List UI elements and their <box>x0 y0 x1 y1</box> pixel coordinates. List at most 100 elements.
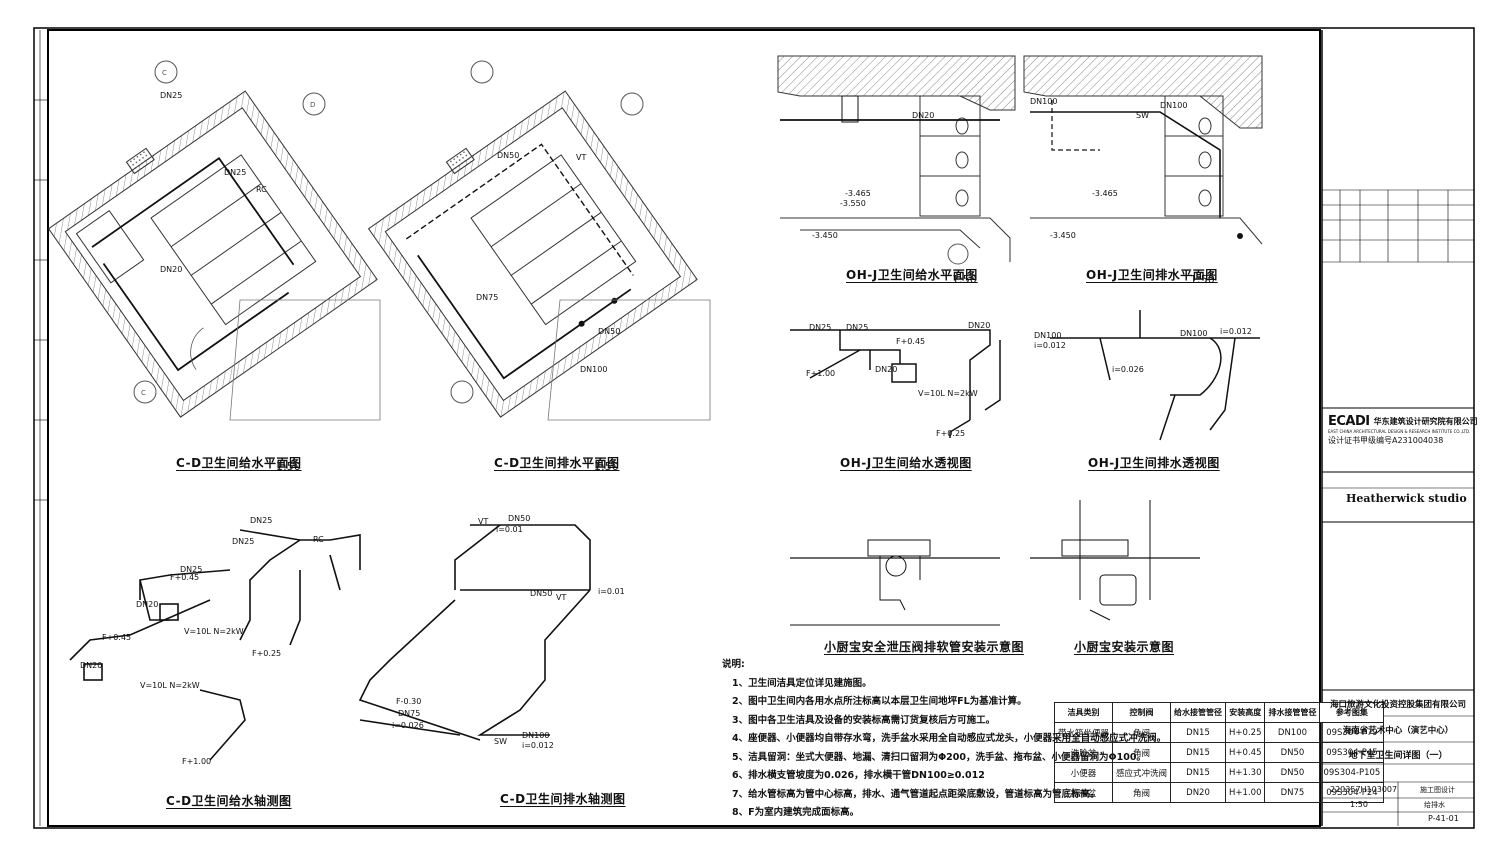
table-cell: H+0.25 <box>1225 722 1266 743</box>
pipe-label: SW <box>494 737 507 746</box>
note-item: 8、F为室内建筑完成面标高。 <box>732 807 860 818</box>
cd-drain-plan-labels: DN50 VT DN75 DN50 DN100 <box>476 151 620 374</box>
notes-heading: 说明: <box>722 659 745 670</box>
table-cell: 09S304-P24 <box>1319 782 1385 803</box>
pipe-label: DN20 <box>968 321 990 330</box>
pipe-label: DN20 <box>912 111 934 120</box>
note-item: 7、给水管标高为管中心标高，排水、通气管道起点距梁底敷设，管道标高为管底标高。 <box>732 788 1100 800</box>
pipe-label: DN25 <box>232 537 254 546</box>
note-item: 6、排水横支管坡度为0.026，排水横干管DN100≥0.012 <box>732 770 985 781</box>
view-title: C-D卫生间排水轴测图 <box>500 792 626 806</box>
title-block-grid <box>1322 189 1474 826</box>
fixture-label: F+0.25 <box>936 429 965 438</box>
view-title: 小厨宝安装示意图 <box>1074 640 1175 654</box>
ecadi-logo: ECADI <box>1328 414 1370 429</box>
axis-label: C <box>162 69 167 77</box>
heater-label: V=10L N=2kW <box>140 681 200 690</box>
pipe-label: RC <box>313 535 324 544</box>
sheet-scale: 1:50 <box>1350 800 1368 809</box>
slope-label: i=0.01 <box>598 587 625 596</box>
axis-label: C <box>141 389 146 397</box>
pipe-label: VT <box>478 517 488 526</box>
partner-logo: Heatherwick studio <box>1346 492 1467 505</box>
pipe-label: DN50 <box>508 514 530 523</box>
table-cell: H+0.45 <box>1225 742 1266 763</box>
fixture-label: F+0.25 <box>252 649 281 658</box>
drawing-title: 地下室卫生间详图（一） <box>1348 751 1448 761</box>
pipe-label: DN20 <box>160 265 182 274</box>
cd-supply-plan-labels: DN25 DN25 DN20 RC <box>160 91 267 274</box>
table-cell: 09S304-P105 <box>1319 762 1385 783</box>
level-label: -3.550 <box>840 199 866 208</box>
pipe-label: DN50 <box>497 151 519 160</box>
level-label: -3.450 <box>812 231 838 240</box>
pipe-label: VT <box>576 153 586 162</box>
note-item: 5、洁具留洞：坐式大便器、地漏、清扫口留洞为Φ200，洗手盆、拖布盆、小便器留洞… <box>732 751 1146 763</box>
table-header: 控制阀 <box>1112 702 1172 723</box>
view-title: OH-J卫生间排水平面图 <box>1086 268 1218 282</box>
table-header: 安装高度 <box>1225 702 1266 723</box>
table-cell: DN50 <box>1264 762 1321 783</box>
cd-drain-iso <box>358 524 591 741</box>
heater-label: V=10L N=2kW <box>918 389 978 398</box>
ohj-supply-iso <box>790 329 1001 438</box>
pipe-label: DN75 <box>398 709 420 718</box>
ohj-drain-iso <box>1050 310 1260 441</box>
pipe-label: DN25 <box>160 91 182 100</box>
view-scale: 1:50 <box>594 460 619 473</box>
pipe-label: F+0.45 <box>896 337 925 346</box>
drawing-number: P-41-01 <box>1428 814 1459 823</box>
table-cell: 角阀 <box>1112 782 1172 803</box>
fixture-label: F+1.00 <box>806 369 835 378</box>
cd-supply-iso <box>69 529 361 761</box>
drawing-border <box>47 29 1321 827</box>
pipe-label: VT <box>556 593 566 602</box>
axis-label: D <box>310 101 315 109</box>
view-title: 小厨宝安全泄压阀排软管安装示意图 <box>824 640 1025 654</box>
table-header: 参考图集 <box>1319 702 1385 723</box>
pipe-label: DN50 <box>530 589 552 598</box>
slope-label: i=0.026 <box>392 721 424 730</box>
table-cell: 拖布盆 <box>1053 782 1114 803</box>
pipe-label: DN25 <box>250 516 272 525</box>
slope-label: i=0.012 <box>522 741 554 750</box>
table-cell: DN75 <box>1264 782 1321 803</box>
project-number: 220357H103007 <box>1330 785 1398 794</box>
table-header: 洁具类别 <box>1053 702 1114 723</box>
level-label: -3.465 <box>845 189 871 198</box>
pipe-label: DN25 <box>846 323 868 332</box>
pipe-label: DN100 <box>1160 101 1187 110</box>
view-scale: 1:50 <box>952 273 977 286</box>
pipe-label: DN20 <box>875 365 897 374</box>
fixture-label: F+1.00 <box>182 757 211 766</box>
cd-supply-plan <box>47 90 378 418</box>
table-cell: 带水箱坐便器 <box>1053 722 1114 743</box>
table-cell: 角阀 <box>1112 742 1172 763</box>
level-label: -3.465 <box>1092 189 1118 198</box>
view-title: C-D卫生间给水平面图 <box>176 456 302 470</box>
table-cell: 感应式冲洗阀 <box>1112 762 1172 783</box>
table-cell: DN50 <box>1264 742 1321 763</box>
ohj-supply-plan <box>777 55 1016 265</box>
company-name-en: EAST CHINA ARCHITECTURAL DESIGN & RESEAR… <box>1328 429 1470 434</box>
note-item: 4、座便器、小便器均自带存水弯，洗手盆水采用全自动感应式龙头，小便器采用全自动感… <box>732 733 1167 744</box>
kitchen-relief-diagram <box>790 539 1000 626</box>
company-name: 华东建筑设计研究院有限公司 <box>1373 417 1478 426</box>
cd-drain-plan <box>367 90 698 418</box>
heater-label: V=10L N=2kW <box>184 627 244 636</box>
view-title: C-D卫生间给水轴测图 <box>166 794 292 808</box>
view-title: OH-J卫生间给水平面图 <box>846 268 978 282</box>
table-cell: 洗脸盆 <box>1053 742 1114 763</box>
fixture-schedule-table: 洁具类别 控制阀 给水接管管径 安装高度 排水接管管径 参考图集 带水箱坐便器 … <box>1053 702 1385 803</box>
pipe-label: DN20 <box>80 661 102 670</box>
general-notes: 说明: 1、卫生间洁具定位详见建施图。 2、图中卫生间内各用水点所注标高以本层卫… <box>722 656 1166 823</box>
pipe-label: DN100 <box>1034 331 1061 340</box>
table-row: 洗脸盆 角阀 DN15 H+0.45 DN50 09S304-P45 <box>1053 742 1385 763</box>
table-row: 拖布盆 角阀 DN20 H+1.00 DN75 09S304-P24 <box>1053 782 1385 803</box>
slope-label: i=0.01 <box>496 525 523 534</box>
slope-label: i=0.012 <box>1220 327 1252 336</box>
level-label: -3.450 <box>1050 231 1076 240</box>
pipe-label: SW <box>1136 111 1149 120</box>
pipe-label: DN100 <box>1180 329 1207 338</box>
